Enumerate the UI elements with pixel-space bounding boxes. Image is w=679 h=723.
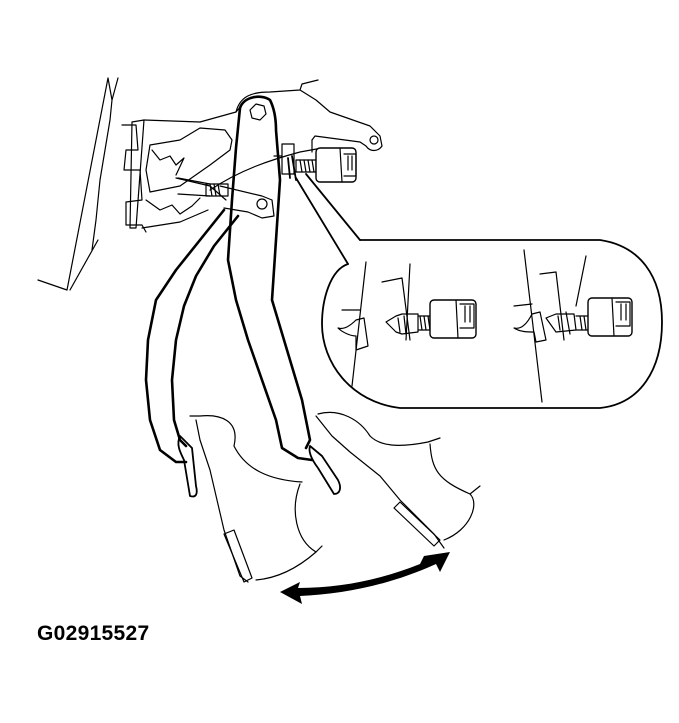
figure-id-label: G02915527 bbox=[37, 622, 150, 645]
pedal-travel-arrow bbox=[280, 552, 450, 604]
firewall-bracket bbox=[37, 77, 247, 291]
pedal-pads bbox=[177, 435, 341, 498]
detail-callout-bubble bbox=[295, 173, 663, 409]
pedal-support-bracket bbox=[235, 79, 383, 153]
clutch-pedal-arm bbox=[144, 177, 275, 464]
brake-pedal-arm bbox=[226, 95, 314, 462]
driver-shoe bbox=[189, 411, 481, 583]
switch-depressed-view bbox=[513, 249, 633, 403]
switch-released-view bbox=[337, 261, 477, 387]
stop-light-switch bbox=[209, 143, 357, 191]
